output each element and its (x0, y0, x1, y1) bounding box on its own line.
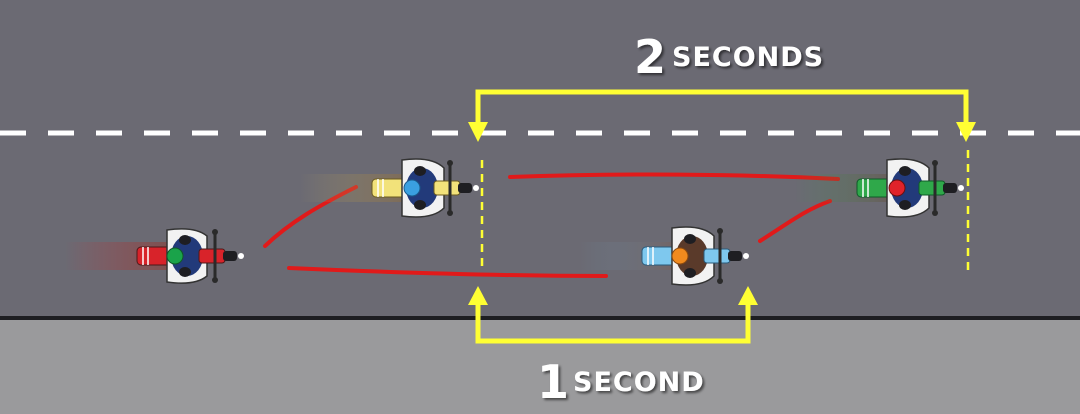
one-second-unit: SECOND (573, 367, 705, 398)
curb (0, 316, 1080, 320)
one-second-bracket (475, 300, 751, 344)
arrowhead-up-right (738, 286, 758, 305)
helmet (671, 247, 689, 265)
timing-markers (480, 150, 970, 272)
two-seconds-label: 2 SECONDS (634, 30, 824, 84)
arrowhead-down-right (956, 122, 976, 142)
two-seconds-unit: SECONDS (672, 42, 824, 73)
two-seconds-arrowheads (468, 122, 976, 142)
helmet (888, 179, 906, 197)
path-blue-to-green (758, 199, 832, 243)
one-second-arrowheads (468, 286, 758, 305)
road (0, 0, 1080, 318)
blue-rider-motorcycle (580, 226, 749, 286)
path-red-to-blue (287, 266, 608, 278)
two-seconds-bracket (475, 89, 969, 128)
green-rider-motorcycle (795, 158, 964, 218)
sidewalk (0, 320, 1080, 414)
arrowhead-down-left (468, 122, 488, 142)
yellow-rider-motorcycle (300, 158, 479, 218)
one-second-label: 1 SECOND (537, 355, 705, 409)
arrowhead-up-left (468, 286, 488, 305)
red-rider-motorcycle (65, 228, 244, 284)
helmet (403, 179, 421, 197)
one-second-number: 1 (537, 355, 569, 409)
helmet (166, 247, 184, 265)
two-seconds-number: 2 (634, 30, 666, 84)
